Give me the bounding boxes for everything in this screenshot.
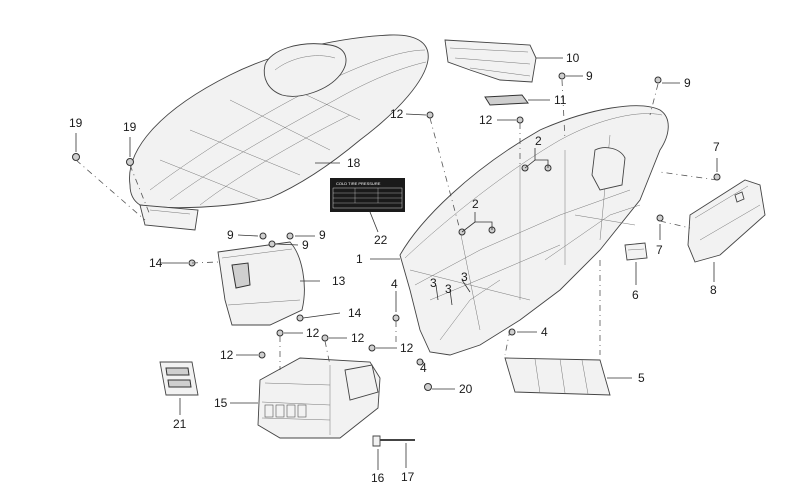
tool-box	[687, 179, 766, 263]
callout-1: 1	[356, 252, 363, 266]
callout-6: 6	[632, 288, 639, 302]
callout-11: 11	[554, 93, 567, 107]
air-filter-box	[257, 357, 381, 439]
callout-17: 17	[401, 470, 415, 484]
callout-2a: 2	[535, 134, 542, 148]
callout-14b: 14	[348, 306, 362, 320]
callout-8: 8	[710, 283, 717, 297]
callout-12b: 12	[479, 113, 493, 127]
callout-9a: 9	[586, 69, 593, 83]
callout-19a: 19	[69, 116, 83, 130]
callout-15: 15	[214, 396, 228, 410]
leader-lines	[75, 57, 718, 470]
callout-4b: 4	[541, 325, 548, 339]
tire-label-heading: COLD TIRE PRESSURE	[336, 181, 381, 186]
inner-cover	[217, 241, 305, 326]
storage-box	[399, 105, 669, 356]
callout-3c: 3	[461, 270, 468, 284]
callout-9b: 9	[684, 76, 691, 90]
callout-7a: 7	[713, 140, 720, 154]
callout-10: 10	[566, 51, 580, 65]
callout-13: 13	[332, 274, 346, 288]
seat	[129, 34, 429, 231]
alignment-lines	[75, 79, 718, 370]
callout-12d: 12	[306, 326, 320, 340]
callout-2b: 2	[472, 197, 479, 211]
callout-4c: 4	[420, 361, 427, 375]
callout-5: 5	[638, 371, 645, 385]
callout-12e: 12	[351, 331, 365, 345]
tire-pressure-label: COLD TIRE PRESSURE	[330, 178, 405, 212]
callout-numbers: 1 2 2 3 3 3 4 4 4 5 6 7 7 8 9 9 9 9 9 10…	[69, 51, 720, 485]
callout-7b: 7	[656, 243, 663, 257]
callout-19b: 19	[123, 120, 137, 134]
callout-12a: 12	[390, 107, 404, 121]
callout-22: 22	[374, 233, 388, 247]
callout-9e: 9	[302, 238, 309, 252]
callout-16: 16	[371, 471, 385, 485]
callout-3a: 3	[430, 276, 437, 290]
warning-sticker	[159, 361, 199, 396]
relay-block	[624, 242, 648, 261]
callout-12c: 12	[220, 348, 234, 362]
callout-12f: 12	[400, 341, 414, 355]
rubber-pad	[484, 94, 529, 106]
callout-21: 21	[173, 417, 187, 431]
air-duct-cover	[444, 39, 537, 83]
clip	[372, 435, 381, 447]
callout-14a: 14	[149, 256, 163, 270]
storage-liner	[504, 357, 611, 396]
callout-20: 20	[459, 382, 473, 396]
callout-9c: 9	[227, 228, 234, 242]
callout-18: 18	[347, 156, 361, 170]
callout-3b: 3	[445, 282, 452, 296]
callout-9d: 9	[319, 228, 326, 242]
callout-4a: 4	[391, 277, 398, 291]
